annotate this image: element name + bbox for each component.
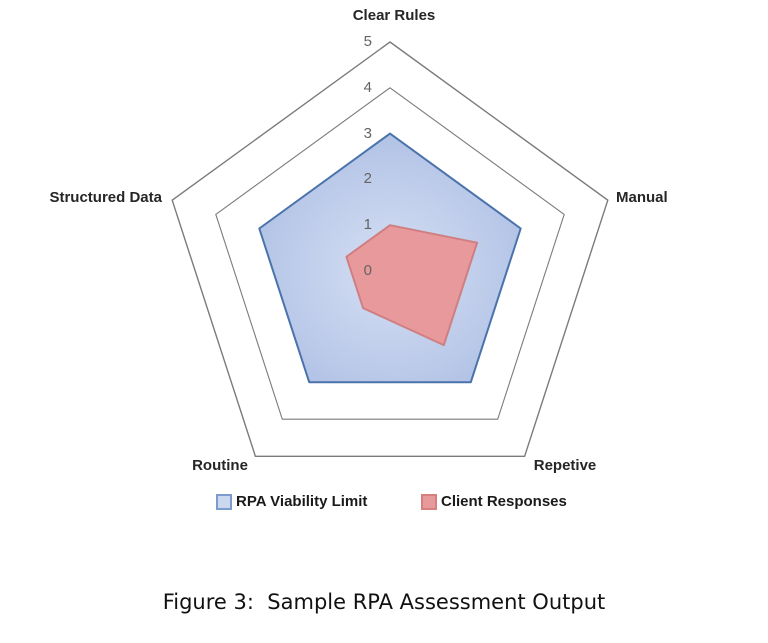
axis-label-routine: Routine — [192, 457, 248, 474]
legend-swatch-client-responses-icon — [421, 493, 437, 510]
grid-ring-4 — [215, 87, 565, 420]
legend-item-client-responses: Client Responses — [421, 493, 567, 510]
series-layer — [258, 132, 522, 384]
legend-item-rpa-viability-limit: RPA Viability Limit — [216, 493, 367, 510]
radial-tick-2: 2 — [363, 170, 372, 187]
axis-label-manual: Manual — [616, 189, 668, 206]
legend-label-rpa-viability-limit: RPA Viability Limit — [236, 493, 368, 510]
figure-caption: Figure 3: Sample RPA Assessment Output — [162, 590, 606, 614]
legend-swatch-rpa-viability-limit-icon — [216, 493, 232, 510]
axis-label-clear-rules: Clear Rules — [352, 7, 436, 24]
radial-tick-1: 1 — [363, 216, 372, 233]
radar-chart — [171, 41, 609, 457]
axis-label-repetive: Repetive — [533, 457, 597, 474]
radial-tick-5: 5 — [363, 33, 372, 50]
legend-label-client-responses: Client Responses — [441, 493, 567, 510]
radial-tick-4: 4 — [363, 79, 372, 96]
axis-label-structured-data: Structured Data — [49, 189, 162, 206]
series-polygon-client-responses — [345, 224, 479, 347]
radial-tick-0: 0 — [363, 262, 372, 279]
grid-ring-5 — [171, 41, 609, 457]
radial-tick-3: 3 — [363, 125, 372, 142]
